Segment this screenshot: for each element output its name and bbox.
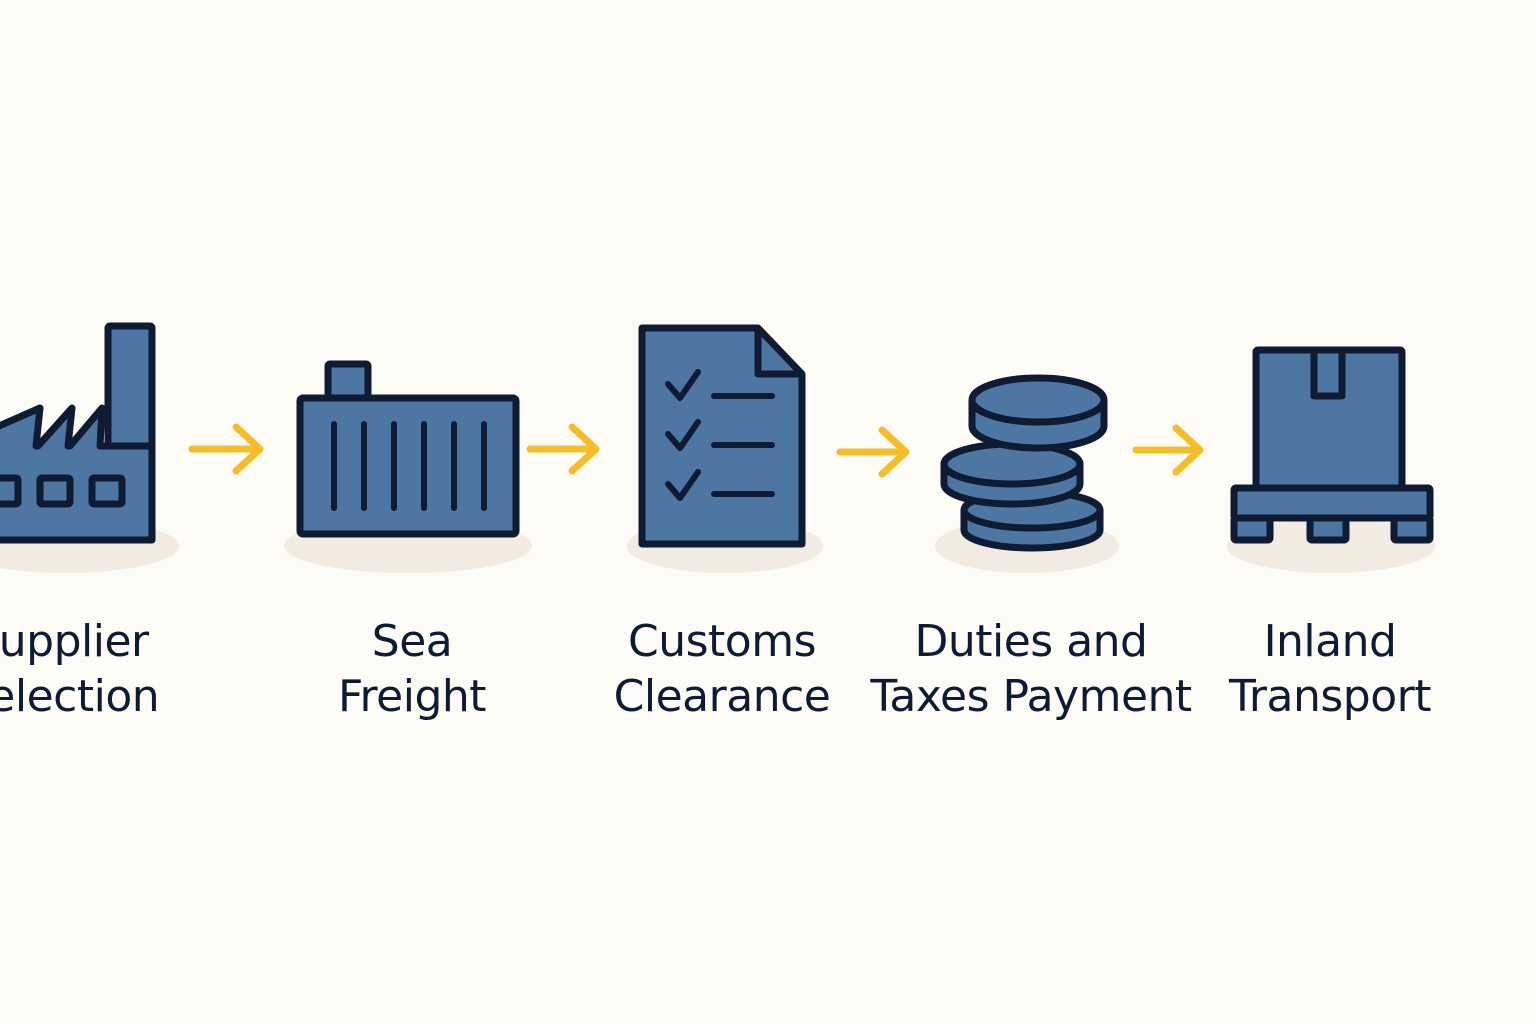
- step-label-customs-clearance: Customs Clearance: [552, 614, 892, 724]
- step-label-line1: Inland: [1263, 616, 1397, 667]
- step-label-supplier-selection: Supplier Selection: [0, 614, 230, 724]
- step-label-sea-freight: Sea Freight: [242, 614, 582, 724]
- arrow-right-icon: [836, 426, 910, 478]
- step-label-line2: Transport: [1229, 671, 1431, 722]
- step-label-duties-taxes: Duties and Taxes Payment: [861, 614, 1201, 724]
- step-label-line1: Duties and: [914, 616, 1148, 667]
- pallet-box-icon: [1230, 346, 1434, 544]
- arrow-right-icon: [1132, 424, 1204, 476]
- step-label-line1: Customs: [628, 616, 817, 667]
- arrow-right-icon: [188, 423, 264, 475]
- shipping-container-icon: [296, 360, 520, 538]
- step-label-line2: Freight: [337, 671, 487, 722]
- arrow-right-icon: [526, 423, 600, 475]
- step-label-line1: Sea: [371, 616, 453, 667]
- step-label-line1: Supplier: [0, 616, 149, 667]
- step-label-inland-transport: Inland Transport: [1160, 614, 1500, 724]
- step-label-line2: Clearance: [613, 671, 831, 722]
- step-label-line2: Taxes Payment: [870, 671, 1192, 722]
- pallet-shadow: [1227, 519, 1435, 573]
- coin-stack-icon: [940, 374, 1108, 552]
- step-label-line2: Selection: [0, 671, 160, 722]
- factory-icon: [0, 322, 156, 544]
- checklist-document-icon: [638, 324, 806, 548]
